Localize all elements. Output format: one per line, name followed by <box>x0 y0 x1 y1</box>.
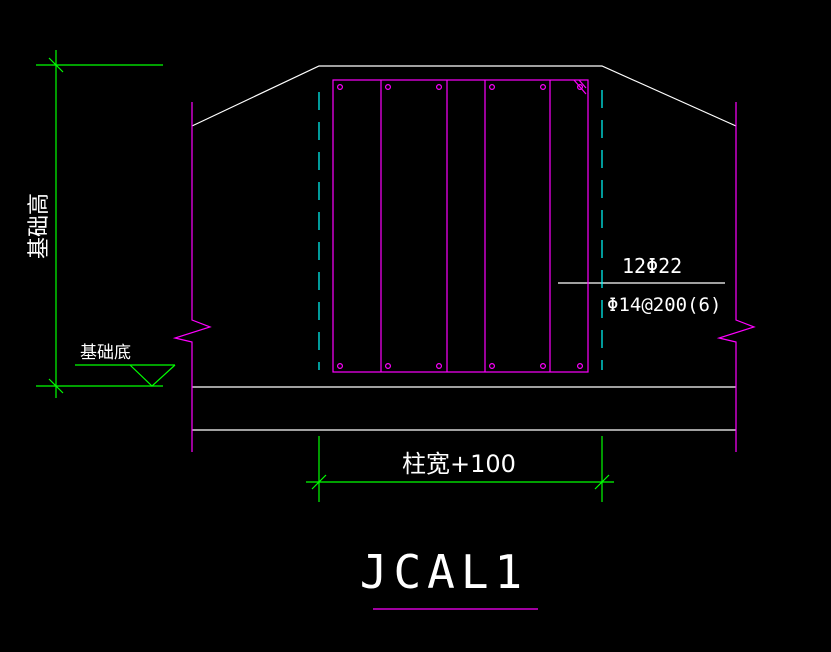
stirrup-hook <box>573 79 587 95</box>
rebar-cage <box>332 79 589 373</box>
height-tick-bottom <box>48 378 64 394</box>
rebar-main-label: 12Φ22 <box>622 254 682 278</box>
left-break-line <box>172 102 212 452</box>
width-tick-right <box>594 474 610 490</box>
rebar-bar <box>436 83 443 90</box>
rebar-bar <box>489 83 496 90</box>
column-width-label: 柱宽+100 <box>402 450 516 478</box>
beam-top-profile <box>191 65 737 127</box>
dimensions <box>36 50 614 502</box>
rebar-bar <box>489 363 496 370</box>
foundation-bottom-label: 基础底 <box>80 343 131 363</box>
rebar-stirrup-label: Φ14@200(6) <box>607 294 721 316</box>
side-break-lines <box>172 102 756 452</box>
rebar-bar <box>385 363 392 370</box>
rebar-bar <box>576 83 583 90</box>
right-break-line <box>716 102 756 452</box>
rebar-bar <box>539 83 546 90</box>
height-tick-top <box>48 57 64 73</box>
rebar-bar <box>539 363 546 370</box>
foundation-height-label: 基础高 <box>27 193 52 259</box>
rebar-bar <box>385 83 392 90</box>
foundation-outline <box>191 65 737 431</box>
width-tick-left <box>311 474 327 490</box>
rebar-bar <box>337 83 344 90</box>
stirrup-hook <box>578 79 587 89</box>
drawing-title: JCAL1 <box>360 545 528 599</box>
bottom-marker-triangle <box>129 364 176 387</box>
rebar-bar <box>337 363 344 370</box>
stirrup-outer <box>332 79 589 373</box>
rebar-bar <box>576 363 583 370</box>
column-edge-lines <box>318 90 603 370</box>
rebar-bar <box>436 363 443 370</box>
